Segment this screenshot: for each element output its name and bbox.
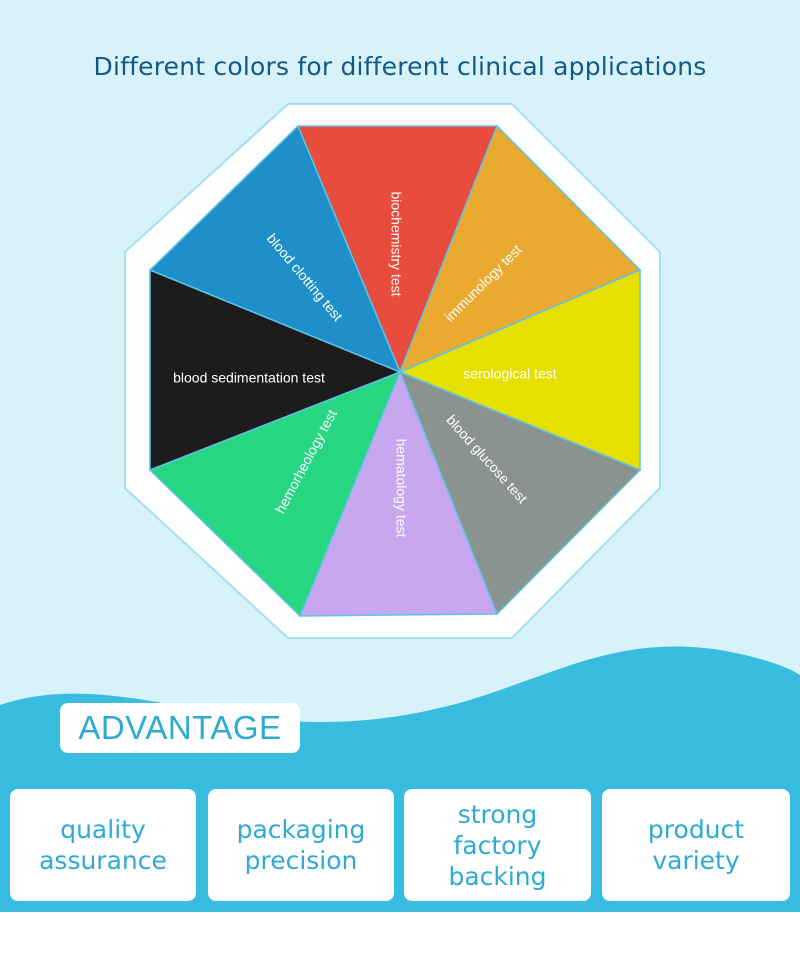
wheel-slice-blood-clotting [148,124,402,374]
advantage-heading: ADVANTAGE [60,703,300,753]
footer-area [0,912,800,977]
advantage-card-factory: strong factory backing [404,789,591,901]
advantage-card-label: quality assurance [39,815,167,875]
advantage-cards: quality assurance packaging precision st… [0,789,800,901]
wheel-label-blood-sedimentation: blood sedimentation test [173,370,325,386]
advantage-card-packaging: packaging precision [208,789,394,901]
advantage-card-label: strong factory backing [448,799,547,891]
wheel-label-biochemistry: biochemistry test [388,191,404,296]
wheel-label-hematology: hematology test [393,439,409,538]
advantage-card-variety: product variety [602,789,790,901]
advantage-card-label: packaging precision [236,815,366,875]
page-title: Different colors for different clinical … [93,52,707,81]
wheel-label-serological: serological test [463,366,556,382]
advantage-card-quality: quality assurance [10,789,196,901]
advantage-card-label: product variety [647,815,745,875]
